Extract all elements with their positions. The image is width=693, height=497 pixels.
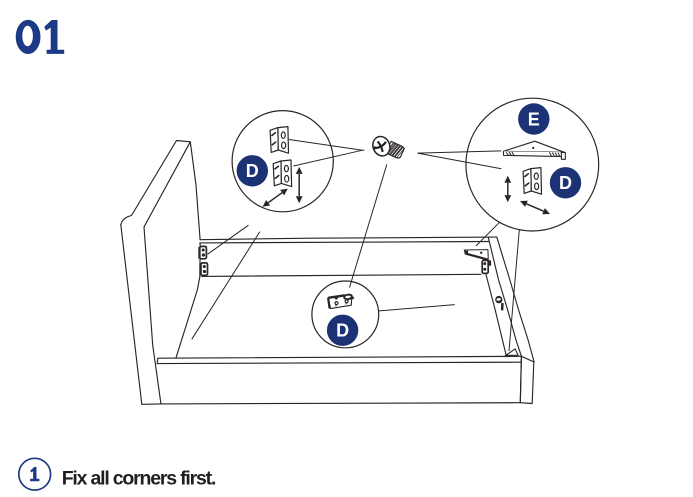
svg-text:D: D [559,173,572,193]
svg-text:E: E [528,109,540,129]
svg-text:Fix all corners first.: Fix all corners first. [62,467,216,489]
svg-text:D: D [246,161,259,181]
svg-text:D: D [336,321,349,341]
